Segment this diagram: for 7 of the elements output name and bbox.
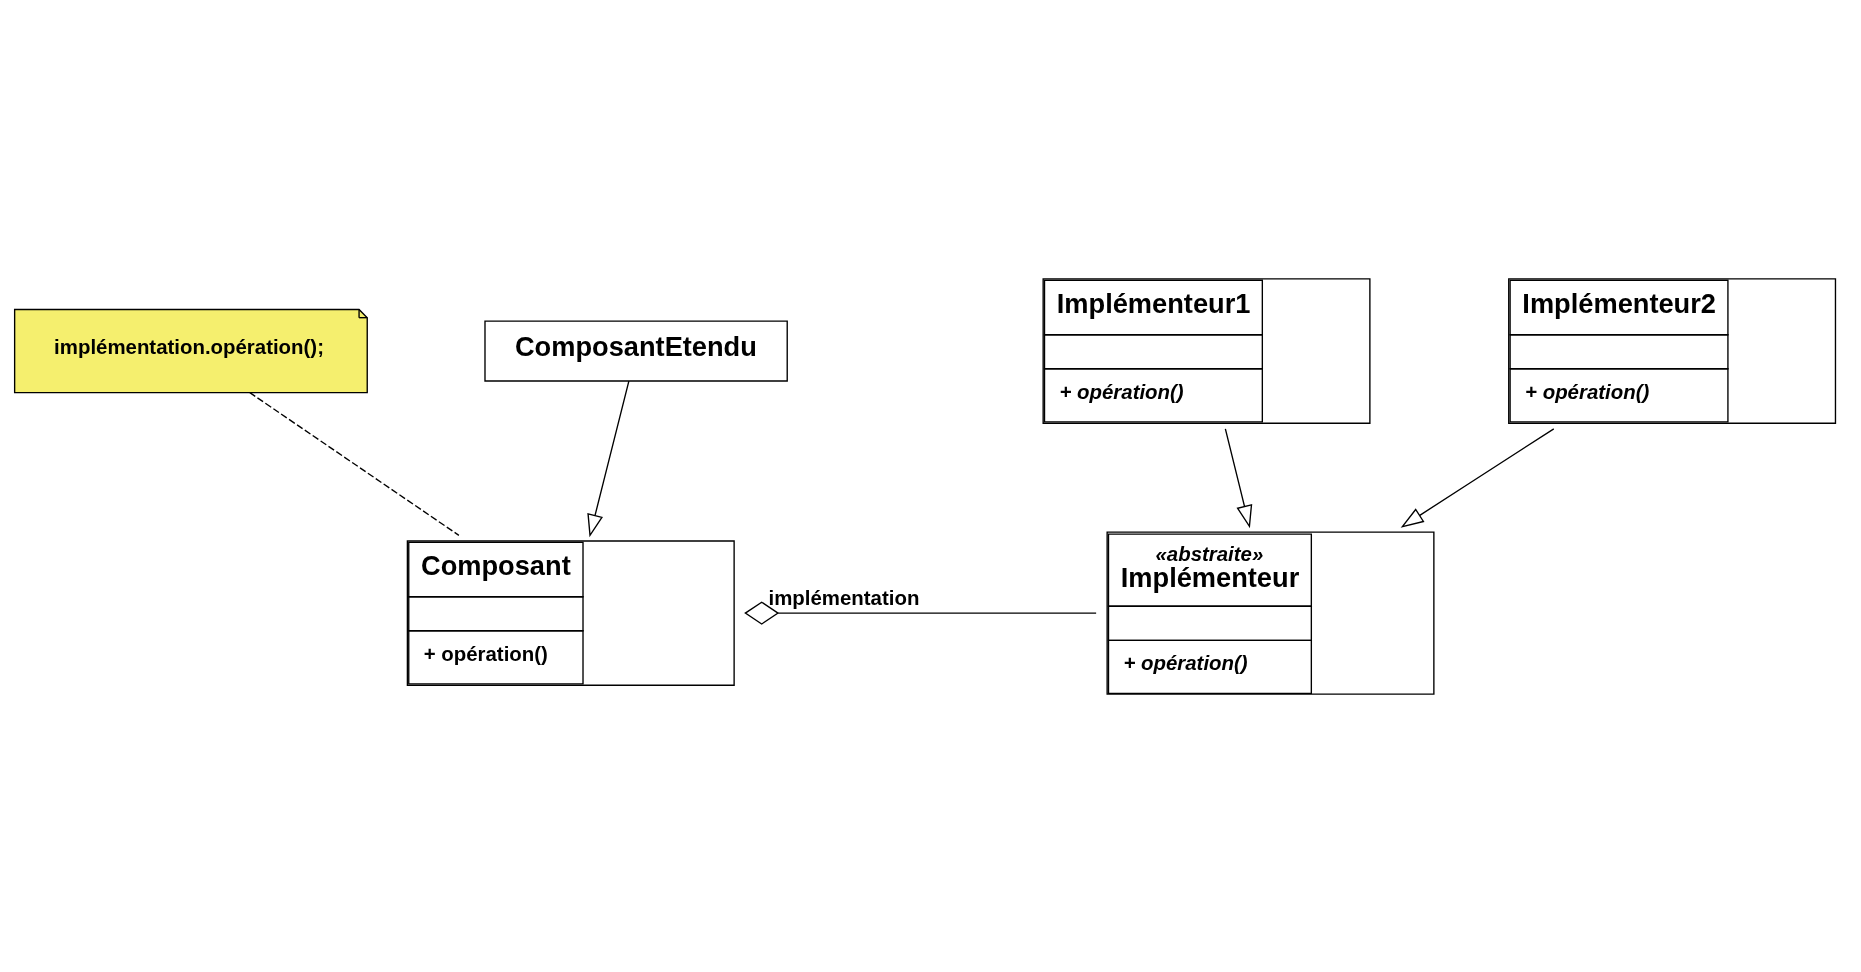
arrow <box>587 379 630 537</box>
connector <box>744 600 1097 625</box>
arrow <box>1224 427 1253 528</box>
connector <box>249 391 460 536</box>
arrow <box>1400 427 1555 528</box>
node-box: ComposantEtendu <box>484 319 788 382</box>
edge-label: implémentation <box>768 586 920 609</box>
